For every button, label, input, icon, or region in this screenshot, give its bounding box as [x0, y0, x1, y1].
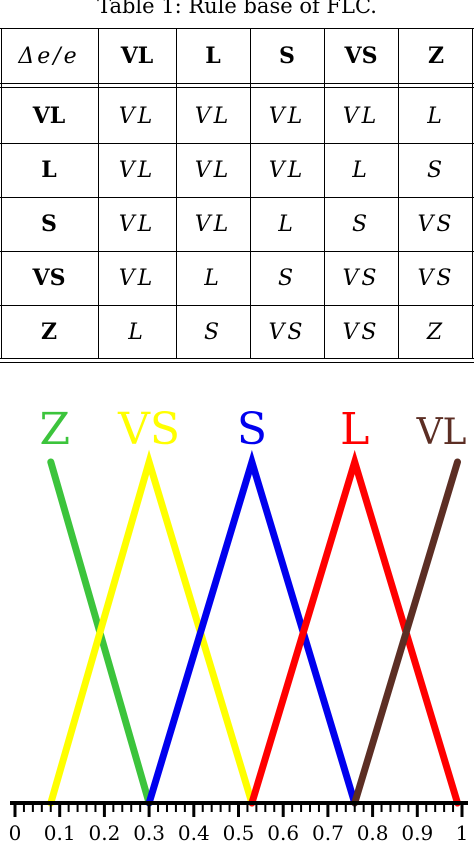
table-cell: VL: [194, 103, 232, 129]
x-tick-label: 0.2: [88, 821, 120, 845]
table-cell: VL: [194, 157, 232, 183]
table-column-rule: [1, 28, 2, 359]
table-cell: VS: [417, 265, 455, 291]
table-cell: VL: [342, 103, 380, 129]
x-tick-label: 0.8: [357, 821, 389, 845]
series-label-z: Z: [39, 404, 70, 455]
table-cell: S: [203, 319, 223, 345]
table-column-rule: [250, 28, 251, 359]
table-column-rule: [324, 28, 325, 359]
table-cell: L: [352, 157, 370, 183]
column-header: L: [205, 43, 221, 69]
table-row-rule: [0, 251, 474, 252]
table-bottom-rule: [0, 358, 474, 359]
table-row-rule: [0, 197, 474, 198]
table-row-rule: [0, 143, 474, 144]
table-top-rule: [0, 28, 474, 29]
row-header: VL: [32, 103, 66, 129]
table-cell: VL: [268, 157, 306, 183]
series-line-vl: [351, 458, 461, 807]
table-cell: L: [204, 265, 222, 291]
row-header: S: [41, 211, 57, 237]
table-cell: VL: [268, 103, 306, 129]
series-line-vs: [47, 449, 256, 807]
series-line-l: [248, 449, 461, 807]
table-cell: VL: [118, 103, 156, 129]
column-header: VS: [344, 43, 378, 69]
series-line-s: [145, 449, 359, 807]
table-cell: S: [277, 265, 297, 291]
x-tick-label: 0.1: [44, 821, 76, 845]
table-cell: L: [427, 103, 445, 129]
table-cell: VL: [118, 157, 156, 183]
membership-function-chart: Z VS S L VL 0 0.1 0.2 0.3 0.4 0.5 0.6 0.7 0.8 0.9 1: [9, 404, 469, 845]
column-header: S: [279, 43, 295, 69]
x-tick-label: 0.4: [178, 821, 210, 845]
table-header-rule-double: [0, 87, 474, 88]
table-cell: VL: [118, 211, 156, 237]
table-bottom-rule-double: [0, 362, 474, 363]
row-header: VS: [32, 265, 66, 291]
series-label-vs: VS: [117, 404, 180, 455]
table-cell: VS: [342, 265, 380, 291]
table-cell: S: [351, 211, 371, 237]
table-cell: VS: [342, 319, 380, 345]
x-tick-label: 0.7: [312, 821, 344, 845]
table-column-rule: [176, 28, 177, 359]
table-row-rule: [0, 305, 474, 306]
x-tick-label: 0: [9, 821, 22, 845]
row-header: L: [41, 157, 57, 183]
table-cell: VS: [268, 319, 306, 345]
x-tick-label: 0.5: [223, 821, 255, 845]
x-tick-label: 1: [456, 821, 469, 845]
table-cell: S: [426, 157, 446, 183]
table-cell: L: [128, 319, 146, 345]
column-header: Z: [427, 43, 445, 69]
table-column-rule: [472, 28, 473, 359]
table-cell: VS: [417, 211, 455, 237]
row-header: Z: [40, 319, 58, 345]
table-column-rule: [398, 28, 399, 359]
series-label-l: L: [340, 404, 369, 455]
series-label-vl: VL: [416, 412, 467, 453]
x-tick-label: 0.6: [267, 821, 299, 845]
table-cell: VL: [194, 211, 232, 237]
table-column-rule: [98, 28, 99, 359]
x-tick-label: 0.3: [133, 821, 165, 845]
table-cell: Z: [426, 319, 446, 345]
column-header: VL: [120, 43, 154, 69]
table-cell: VL: [118, 265, 156, 291]
x-tick-label: 0.9: [401, 821, 433, 845]
series-label-s: S: [237, 404, 267, 455]
table-caption: Table 1: Rule base of FLC.: [97, 0, 377, 18]
table-corner-header: Δe/e: [18, 43, 80, 69]
table-header-rule: [0, 83, 474, 84]
table-cell: L: [278, 211, 296, 237]
